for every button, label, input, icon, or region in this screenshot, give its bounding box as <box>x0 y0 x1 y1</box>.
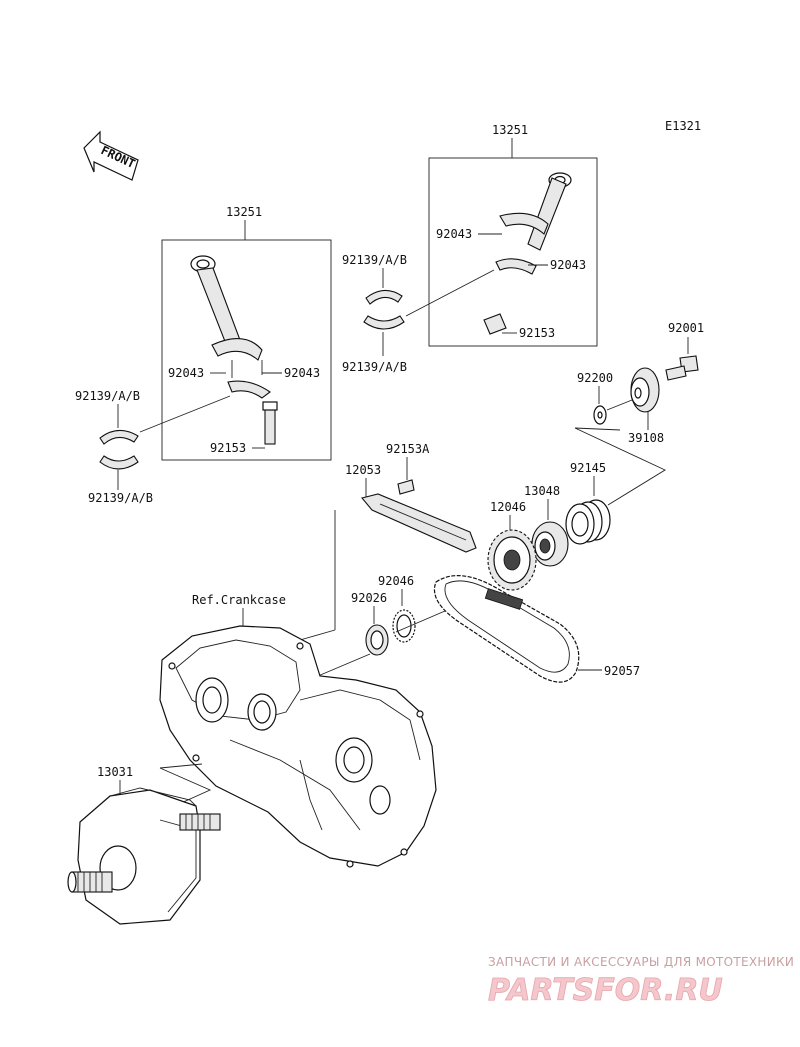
gear-39108: 39108 <box>628 367 664 445</box>
spring-92145: 92145 <box>565 461 611 545</box>
callout-92200[interactable]: 92200 <box>577 371 613 385</box>
callout-92046[interactable]: 92046 <box>378 574 414 588</box>
callout-13251-right[interactable]: 13251 <box>492 123 528 137</box>
callout-92043-left-a[interactable]: 92043 <box>168 366 204 380</box>
seal-92026: 92026 <box>351 591 389 656</box>
hub-13048: 13048 <box>524 484 569 567</box>
watermark-tagline: ЗАПЧАСТИ И АКСЕССУАРЫ ДЛЯ МОТОТЕХНИКИ <box>488 955 794 969</box>
callout-39108[interactable]: 39108 <box>628 431 664 445</box>
callout-92043-right-b[interactable]: 92043 <box>550 258 586 272</box>
callout-92139-left-top[interactable]: 92139/A/B <box>75 389 140 403</box>
callout-92043-right-a[interactable]: 92043 <box>436 227 472 241</box>
watermark: ЗАПЧАСТИ И АКСЕССУАРЫ ДЛЯ МОТОТЕХНИКИ PA… <box>488 955 794 1008</box>
callout-92139-left-bottom[interactable]: 92139/A/B <box>88 491 153 505</box>
rod-left-assembly: 13251 92043 92043 92153 <box>161 205 332 461</box>
connecting-rod-right <box>483 172 572 335</box>
rod-right-assembly: 13251 92043 92043 92153 <box>428 123 598 347</box>
callout-13031[interactable]: 13031 <box>97 765 133 779</box>
callout-92043-left-b[interactable]: 92043 <box>284 366 320 380</box>
watermark-logo-text: PARTSFOR.RU <box>488 973 723 1008</box>
ref-crankcase-label: Ref.Crankcase <box>192 593 286 607</box>
callout-92145[interactable]: 92145 <box>570 461 606 475</box>
callout-92153a[interactable]: 92153A <box>386 442 430 456</box>
callout-92153-left[interactable]: 92153 <box>210 441 246 455</box>
washer-92200: 92200 <box>577 371 633 425</box>
diagram-code: E1321 <box>665 119 701 133</box>
callout-92026[interactable]: 92026 <box>351 591 387 605</box>
bolt-92001: 92001 <box>665 321 704 381</box>
callout-92139-mid-bottom[interactable]: 92139/A/B <box>342 360 407 374</box>
callout-92001[interactable]: 92001 <box>668 321 704 335</box>
bearing-shells-middle: 92139/A/B 92139/A/B <box>342 253 495 374</box>
callout-13048[interactable]: 13048 <box>524 484 560 498</box>
callout-12053[interactable]: 12053 <box>345 463 381 477</box>
front-arrow-icon: FRONT <box>83 130 139 181</box>
callout-92139-mid-top[interactable]: 92139/A/B <box>342 253 407 267</box>
crankshaft-13031: 13031 <box>67 763 221 925</box>
chain-92057: 92057 <box>434 575 640 683</box>
guide-12053: 12053 92153A <box>345 442 477 553</box>
crankcase-reference: Ref.Crankcase <box>159 510 437 868</box>
callout-92057[interactable]: 92057 <box>604 664 640 678</box>
callout-13251-left[interactable]: 13251 <box>226 205 262 219</box>
bearing-shells-left: 92139/A/B 92139/A/B <box>75 389 231 505</box>
connecting-rod-left <box>190 255 278 445</box>
callout-92153-right[interactable]: 92153 <box>519 326 555 340</box>
callout-12046[interactable]: 12046 <box>490 500 526 514</box>
ring-92046: 92046 <box>378 574 416 643</box>
sprocket-12046: 12046 <box>487 500 537 591</box>
